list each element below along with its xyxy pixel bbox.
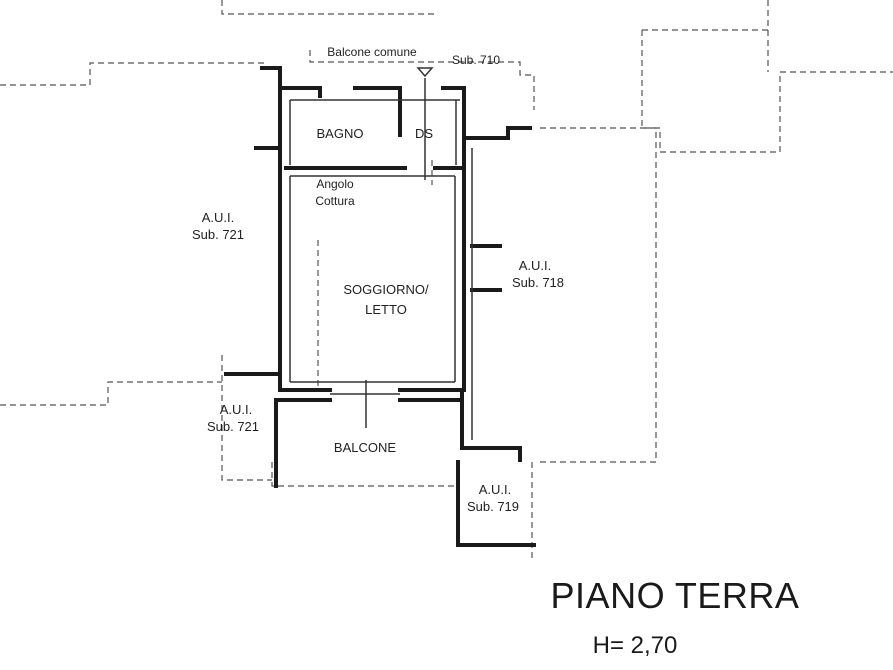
label-bathroom: BAGNO bbox=[317, 126, 364, 141]
inner-lines bbox=[289, 67, 473, 440]
label-aui-right-1: A.U.I. bbox=[519, 258, 552, 273]
walls bbox=[224, 66, 536, 547]
room-labels: Balcone comune Sub. 710 BAGNO DS Angolo … bbox=[192, 45, 564, 514]
label-aui-left-low-1: A.U.I. bbox=[220, 402, 253, 417]
label-living-1: SOGGIORNO/ bbox=[343, 282, 429, 297]
label-aui-bottom-2: Sub. 719 bbox=[467, 499, 519, 514]
label-balcony: BALCONE bbox=[334, 440, 396, 455]
label-aui-bottom-1: A.U.I. bbox=[479, 482, 512, 497]
label-ds: DS bbox=[415, 126, 433, 141]
label-aui-right-2: Sub. 718 bbox=[512, 275, 564, 290]
label-sub-710: Sub. 710 bbox=[452, 53, 500, 67]
label-kitchen-corner-1: Angolo bbox=[316, 177, 354, 191]
label-kitchen-corner-2: Cottura bbox=[315, 194, 355, 208]
label-aui-left-low-2: Sub. 721 bbox=[207, 419, 259, 434]
ceiling-height: H= 2,70 bbox=[592, 632, 678, 659]
label-aui-left-2: Sub. 721 bbox=[192, 227, 244, 242]
floor-title: PIANO TERRA bbox=[550, 575, 800, 616]
label-balcony-shared: Balcone comune bbox=[327, 45, 417, 59]
context-dashed-lines bbox=[0, 0, 893, 560]
label-living-2: LETTO bbox=[365, 302, 407, 317]
label-aui-left-1: A.U.I. bbox=[202, 210, 235, 225]
